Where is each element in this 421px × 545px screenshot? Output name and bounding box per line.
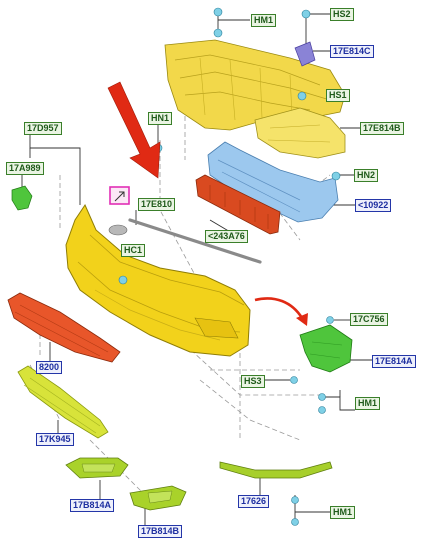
lower-lip-17626 — [219, 461, 333, 479]
label-17a989: 17A989 — [6, 162, 44, 175]
pointer-arrow — [107, 81, 161, 179]
energy-absorber-243a76 — [195, 174, 281, 235]
side-bracket-17e814a — [299, 324, 353, 373]
label-17c756: 17C756 — [350, 313, 388, 326]
label-17b814b: 17B814B — [138, 525, 183, 538]
badge-oval — [108, 224, 128, 236]
label-17d957: 17D957 — [24, 122, 62, 135]
label-17e810: 17E810 — [138, 198, 176, 211]
highlight-box — [109, 186, 130, 205]
label-hm1-bot: HM1 — [330, 506, 356, 519]
label-17e814a: 17E814A — [372, 355, 416, 368]
clip-17a989 — [11, 185, 33, 211]
upper-absorber-part — [164, 39, 346, 131]
bumper-cover-17d957 — [65, 203, 251, 357]
label-hc1: HC1 — [121, 244, 146, 257]
label-8200: 8200 — [36, 361, 63, 374]
upper-grille-8200 — [7, 292, 121, 363]
label-hs3: HS3 — [241, 375, 265, 388]
label-hm1-top: HM1 — [251, 14, 277, 27]
fog-surround-17b814a — [65, 457, 129, 479]
label-17e814c: 17E814C — [330, 45, 374, 58]
label-hs2: HS2 — [330, 8, 354, 21]
label-hm1-mid: HM1 — [355, 397, 381, 410]
label-17626: 17626 — [238, 495, 270, 508]
label-hn1: HN1 — [148, 112, 173, 125]
label-17b814a: 17B814A — [70, 499, 115, 512]
curved-arrow — [254, 297, 308, 326]
bracket-17e814c — [294, 41, 316, 67]
lower-absorber-17e814b — [254, 107, 346, 159]
molding-strip-17e810 — [128, 218, 262, 264]
label-243a76: <243A76 — [205, 230, 248, 243]
label-hs1: HS1 — [326, 89, 350, 102]
lower-grille-17k945 — [17, 365, 109, 439]
fog-surround-17b814b — [129, 485, 187, 511]
label-17k945: 17K945 — [36, 433, 74, 446]
label-17e814b-top: 17E814B — [360, 122, 404, 135]
label-hn2: HN2 — [354, 169, 379, 182]
label-10922: <10922 — [355, 199, 392, 212]
